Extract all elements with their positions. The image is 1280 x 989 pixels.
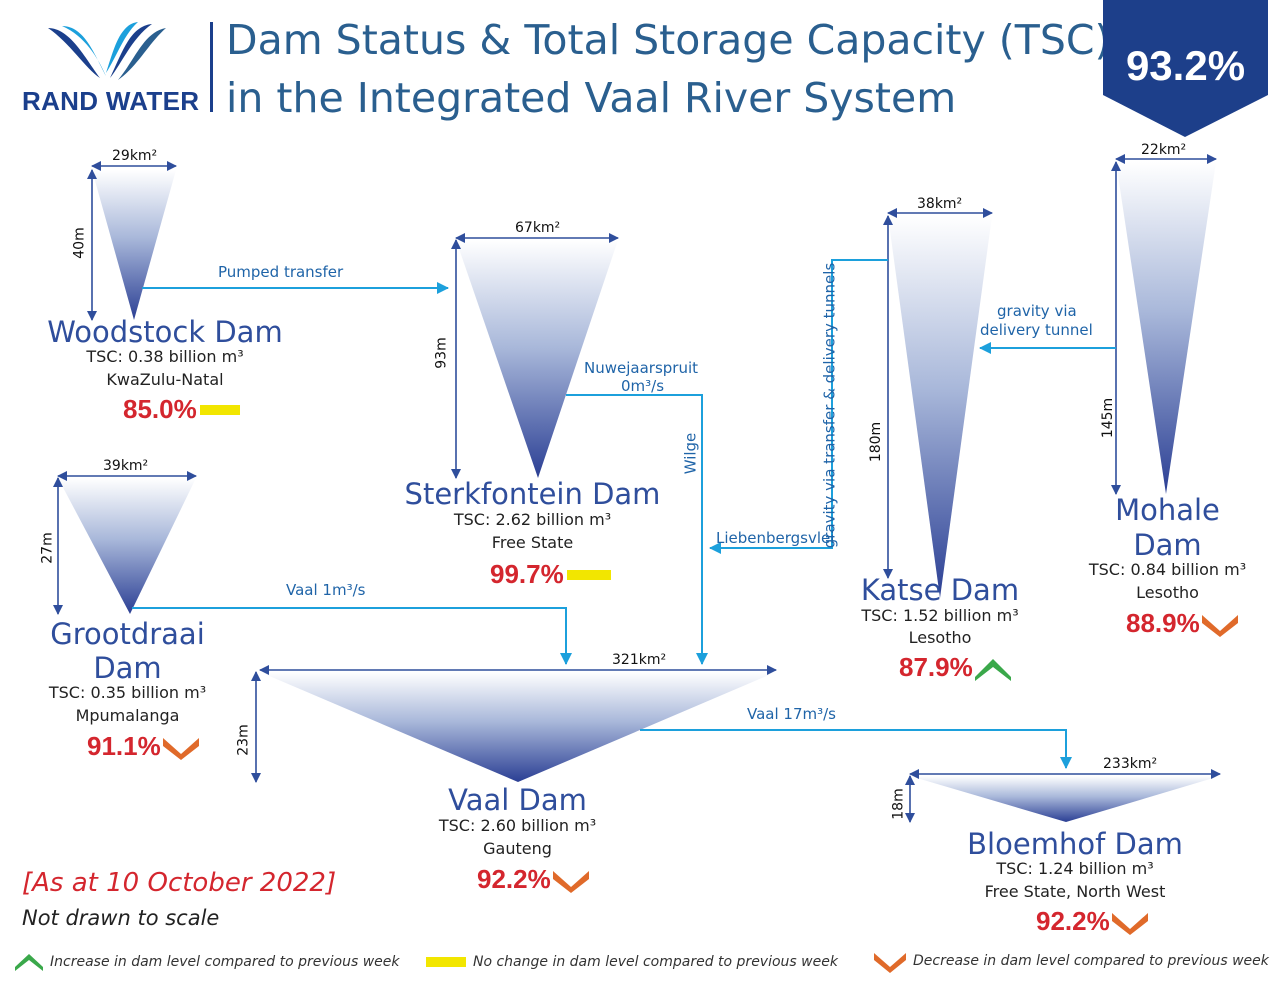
decrease-chevron-icon [162,737,199,760]
nuwejaarspruit-label: Nuwejaarspruit [584,359,699,377]
total-percent: 93.2% [1125,42,1246,89]
legend-no-change-icon [426,957,466,967]
page-title-line1: Dam Status & Total Storage Capacity (TSC… [226,16,1111,64]
vaal-area: 321km² [612,652,667,668]
wilge-label: Wilge [681,432,700,475]
woodstock-percent: 85.0% [123,394,197,424]
katse-percent: 87.9% [899,652,973,682]
decrease-chevron-icon [1201,614,1238,637]
vaal-status: 92.2% [477,864,591,895]
sterkfontein-depth: 93m [433,337,450,369]
sterkfontein-dam-name: Sterkfontein Dam [404,477,661,511]
legend-decrease-icon [874,953,906,973]
scale-note: Not drawn to scale [22,906,220,930]
grootdraai-tsc: TSC: 0.35 billion m³ [48,683,207,702]
vaal-depth: 23m [235,724,252,756]
katse-status: 87.9% [899,652,1013,683]
vaal-in-flow [132,607,572,665]
woodstock-area: 29km² [112,148,158,164]
vaal-tsc: TSC: 2.60 billion m³ [438,816,597,835]
gravity-tunnel-label-2: delivery tunnel [980,321,1093,339]
katse-tsc: TSC: 1.52 billion m³ [861,606,1019,625]
total-badge-tip [1103,95,1268,137]
mohale-area: 22km² [1141,142,1187,158]
sterkfontein-status: 99.7% [490,559,611,590]
bloemhof-dam-shape [910,776,1220,822]
page-title-line2: in the Integrated Vaal River System [226,74,957,122]
mohale-depth: 145m [1100,397,1117,439]
legend-no-change-text: No change in dam level compared to previ… [473,954,838,970]
rand-water-logo-icon [48,22,166,80]
bloemhof-tsc: TSC: 1.24 billion m³ [996,859,1154,878]
gravity-tunnels-flow [709,259,888,554]
decrease-chevron-icon [552,870,589,893]
header-divider [210,22,213,112]
grootdraai-area: 39km² [103,458,149,474]
woodstock-dam-name: Woodstock Dam [47,315,283,349]
sterkfontein-region: Free State [491,533,574,552]
no-change-icon [199,404,240,415]
grootdraai-dam-name-2: Dam [93,651,162,685]
grootdraai-percent: 91.1% [87,731,161,761]
grootdraai-dam-shape [58,478,196,614]
sterkfontein-area: 67km² [515,220,561,236]
katse-depth: 180m [868,421,885,463]
increase-chevron-icon [974,658,1011,681]
bloemhof-status: 92.2% [1036,906,1150,937]
no-change-icon [566,569,611,580]
woodstock-status: 85.0% [123,394,240,425]
woodstock-region: KwaZulu-Natal [106,370,224,389]
total-badge [1103,0,1268,95]
mohale-status: 88.9% [1126,608,1240,639]
woodstock-tsc: TSC: 0.38 billion m³ [86,347,244,366]
vaal-dam-name: Vaal Dam [448,783,587,817]
katse-dam-shape [888,216,992,598]
brand-name: RAND WATER [22,86,200,116]
gravity-tunnel-label-1: gravity via [997,302,1077,320]
decrease-chevron-icon [1111,912,1148,935]
mohale-dam-name-1: Mohale [1115,493,1220,527]
legend-increase-icon [15,954,43,971]
gravity-tunnels-label: gravity via transfer & delivery tunnels [820,262,839,549]
mohale-region: Lesotho [1136,583,1199,602]
vaal-in-label: Vaal 1m³/s [286,581,366,599]
sterkfontein-dam-shape [456,240,618,478]
as-at-date: [As at 10 October 2022] [22,868,337,898]
vaal-dam-shape [260,672,776,782]
bloemhof-depth: 18m [890,788,907,820]
liebenbergsvlei-label: Liebenbergsvlei [716,529,835,547]
katse-region: Lesotho [908,628,972,647]
bloemhof-area: 233km² [1103,756,1158,772]
grootdraai-dam-name-1: Grootdraai [50,617,205,651]
nuwejaarspruit-rate: 0m³/s [621,377,665,395]
grootdraai-status: 91.1% [87,731,201,762]
vaal-percent: 92.2% [477,864,551,894]
sterkfontein-percent: 99.7% [490,559,564,589]
woodstock-dam-shape [92,170,176,320]
nuwejaarspruit-flow [566,394,708,665]
katse-dam-name: Katse Dam [860,573,1020,607]
legend-increase-text: Increase in dam level compared to previo… [50,954,400,970]
bloemhof-dam-name: Bloemhof Dam [967,827,1183,861]
mohale-percent: 88.9% [1126,608,1200,638]
vaal-region: Gauteng [483,839,552,858]
vaal-out-label: Vaal 17m³/s [747,705,836,723]
katse-area: 38km² [917,196,963,212]
mohale-dam-shape [1116,162,1216,494]
grootdraai-region: Mpumalanga [75,706,180,725]
mohale-tsc: TSC: 0.84 billion m³ [1088,560,1247,579]
bloemhof-percent: 92.2% [1036,906,1110,936]
bloemhof-region: Free State, North West [984,882,1166,901]
pumped-transfer-label: Pumped transfer [218,263,344,281]
mohale-dam-name-2: Dam [1133,528,1202,562]
legend-decrease-text: Decrease in dam level compared to previo… [913,953,1269,969]
grootdraai-depth: 27m [39,532,56,564]
sterkfontein-tsc: TSC: 2.62 billion m³ [453,510,612,529]
vaal-out-flow [640,729,1072,769]
woodstock-depth: 40m [71,227,88,259]
